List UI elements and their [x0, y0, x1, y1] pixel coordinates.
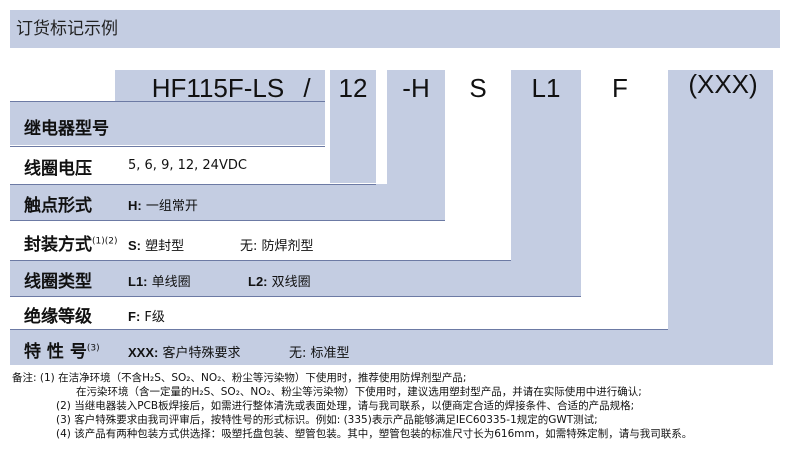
note-2: (2) 当继电器装入PCB板焊接后，如需进行整体清洗或表面处理，请与我司联系，以… [56, 400, 635, 412]
code-contact: -H [402, 73, 430, 103]
row-label-coil: 线圈类型 [24, 272, 92, 292]
row-label-feature: 特 性 号(3) [24, 342, 100, 362]
row-block-model [10, 101, 325, 145]
divider [10, 101, 325, 102]
feature-value-none: 无: 标准型 [289, 346, 350, 361]
row-label-insulation: 绝缘等级 [24, 307, 92, 327]
package-value-none: 无: 防焊剂型 [240, 239, 314, 254]
note-3: (3) 客户特殊要求由我司评审后，按特性号的形式标识。例如: (335)表示产品… [56, 414, 598, 426]
voltage-block [330, 70, 376, 183]
divider [10, 146, 325, 147]
row-block-contact [10, 184, 445, 220]
voltage-values: 5, 6, 9, 12, 24VDC [128, 158, 247, 173]
row-label-voltage: 线圈电压 [24, 159, 92, 179]
row-block-coil [10, 260, 581, 296]
feature-value-xxx: XXX: 客户特殊要求 [128, 345, 241, 361]
coil-value-l2: L2: 双线圈 [248, 274, 311, 290]
code-package: S [469, 73, 487, 103]
row-block-feature [10, 329, 773, 365]
code-insulation: F [612, 73, 628, 103]
insulation-value: F: F级 [128, 309, 165, 325]
code-voltage: 12 [338, 73, 368, 103]
code-model: HF115F-LS [151, 73, 285, 103]
feature-block [668, 70, 773, 365]
code-special: (XXX) [688, 69, 758, 99]
row-label-package: 封装方式(1)(2) [24, 235, 118, 255]
package-value-s: S: 塑封型 [128, 238, 185, 254]
coil-value-l1: L1: 单线圈 [128, 274, 191, 290]
divider [10, 296, 581, 297]
model-block [115, 70, 325, 101]
code-coil: L1 [531, 73, 561, 103]
code-slash: / [303, 73, 311, 103]
note-1b: 在污染环境（含一定量的H₂S、SO₂、NO₂、粉尘等污染物）下使用时，建议选用塑… [76, 386, 642, 398]
divider [10, 329, 668, 330]
row-label-model: 继电器型号 [24, 119, 109, 139]
note-1: 备注: (1) 在洁净环境（不含H₂S、SO₂、NO₂、粉尘等污染物）下使用时，… [12, 372, 467, 384]
section-title: 订货标记示例 [10, 10, 780, 48]
row-label-contact: 触点形式 [24, 196, 92, 216]
coil-block [511, 70, 581, 296]
note-4: (4) 该产品有两种包装方式供选择：吸塑托盘包装、塑管包装。其中，塑管包装的标准… [56, 428, 693, 440]
contact-value: H: 一组常开 [128, 198, 198, 214]
divider [10, 184, 376, 185]
divider [10, 260, 511, 261]
divider [10, 220, 445, 221]
